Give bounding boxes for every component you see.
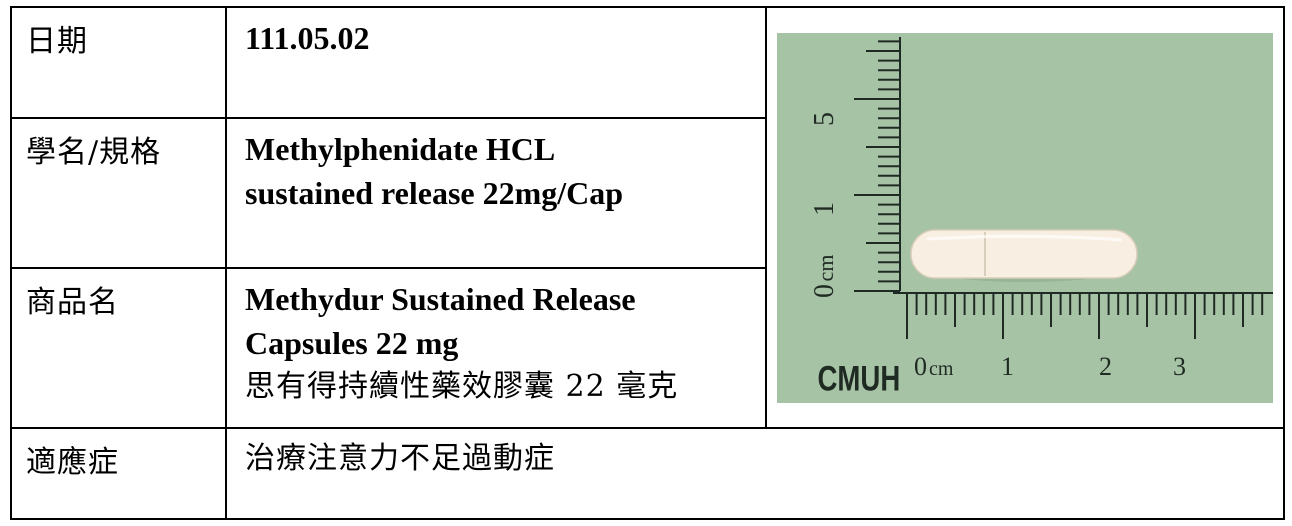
- v-label-cm: cm: [813, 254, 838, 281]
- capsule-highlight: [926, 234, 1123, 241]
- generic-name-line-2: sustained release 22mg/Cap: [245, 175, 624, 211]
- brand-name-label: 商品名: [10, 267, 227, 429]
- date-text: 111.05.02: [245, 20, 370, 56]
- h-label-1: 1: [1001, 352, 1014, 381]
- generic-name-line-1: Methylphenidate HCL: [245, 131, 556, 167]
- generic-name-value: Methylphenidate HCL sustained release 22…: [225, 117, 767, 269]
- table-row: 適應症 治療注意力不足過動症: [10, 427, 1285, 520]
- indication-text: 治療注意力不足過動症: [245, 441, 555, 476]
- drug-info-table: 日期 111.05.02 5 1 cm 0 CMUH: [10, 6, 1285, 520]
- indication-label: 適應症: [10, 427, 227, 520]
- photo-background: [777, 32, 1273, 403]
- h-label-2: 2: [1099, 352, 1112, 381]
- capsule: [910, 228, 1138, 279]
- v-label-5: 5: [809, 112, 840, 126]
- brand-name-line-3: 思有得持續性藥效膠囊 22 毫克: [245, 369, 679, 404]
- brand-name-line-1: Methydur Sustained Release: [245, 281, 636, 317]
- table-row: 商品名 Methydur Sustained Release Capsules …: [10, 267, 1284, 429]
- h-label-cm: cm: [929, 358, 954, 380]
- h-label-3: 3: [1173, 352, 1186, 381]
- ruler-brand-logo: CMUH: [817, 358, 900, 398]
- table-row: 學名/規格 Methylphenidate HCL sustained rele…: [10, 117, 1284, 269]
- brand-name-line-2: Capsules 22 mg: [245, 325, 459, 361]
- v-label-1: 1: [809, 202, 840, 216]
- generic-name-label: 學名/規格: [10, 117, 227, 269]
- date-label: 日期: [10, 6, 227, 119]
- v-label-0: 0: [809, 284, 840, 298]
- horizontal-ruler-ticks: [906, 292, 1264, 339]
- capsule-photo: 5 1 cm 0 CMUH 0 cm 1 2 3: [777, 32, 1273, 403]
- vertical-ruler-ticks: [854, 39, 900, 292]
- brand-name-value: Methydur Sustained Release Capsules 22 m…: [225, 267, 767, 429]
- indication-value: 治療注意力不足過動症: [225, 427, 1285, 520]
- h-label-0: 0: [914, 352, 927, 381]
- table-row: 日期 111.05.02 5 1 cm 0 CMUH: [10, 6, 1285, 429]
- date-value: 111.05.02: [225, 6, 767, 119]
- photo-cell: 5 1 cm 0 CMUH 0 cm 1 2 3: [765, 6, 1285, 429]
